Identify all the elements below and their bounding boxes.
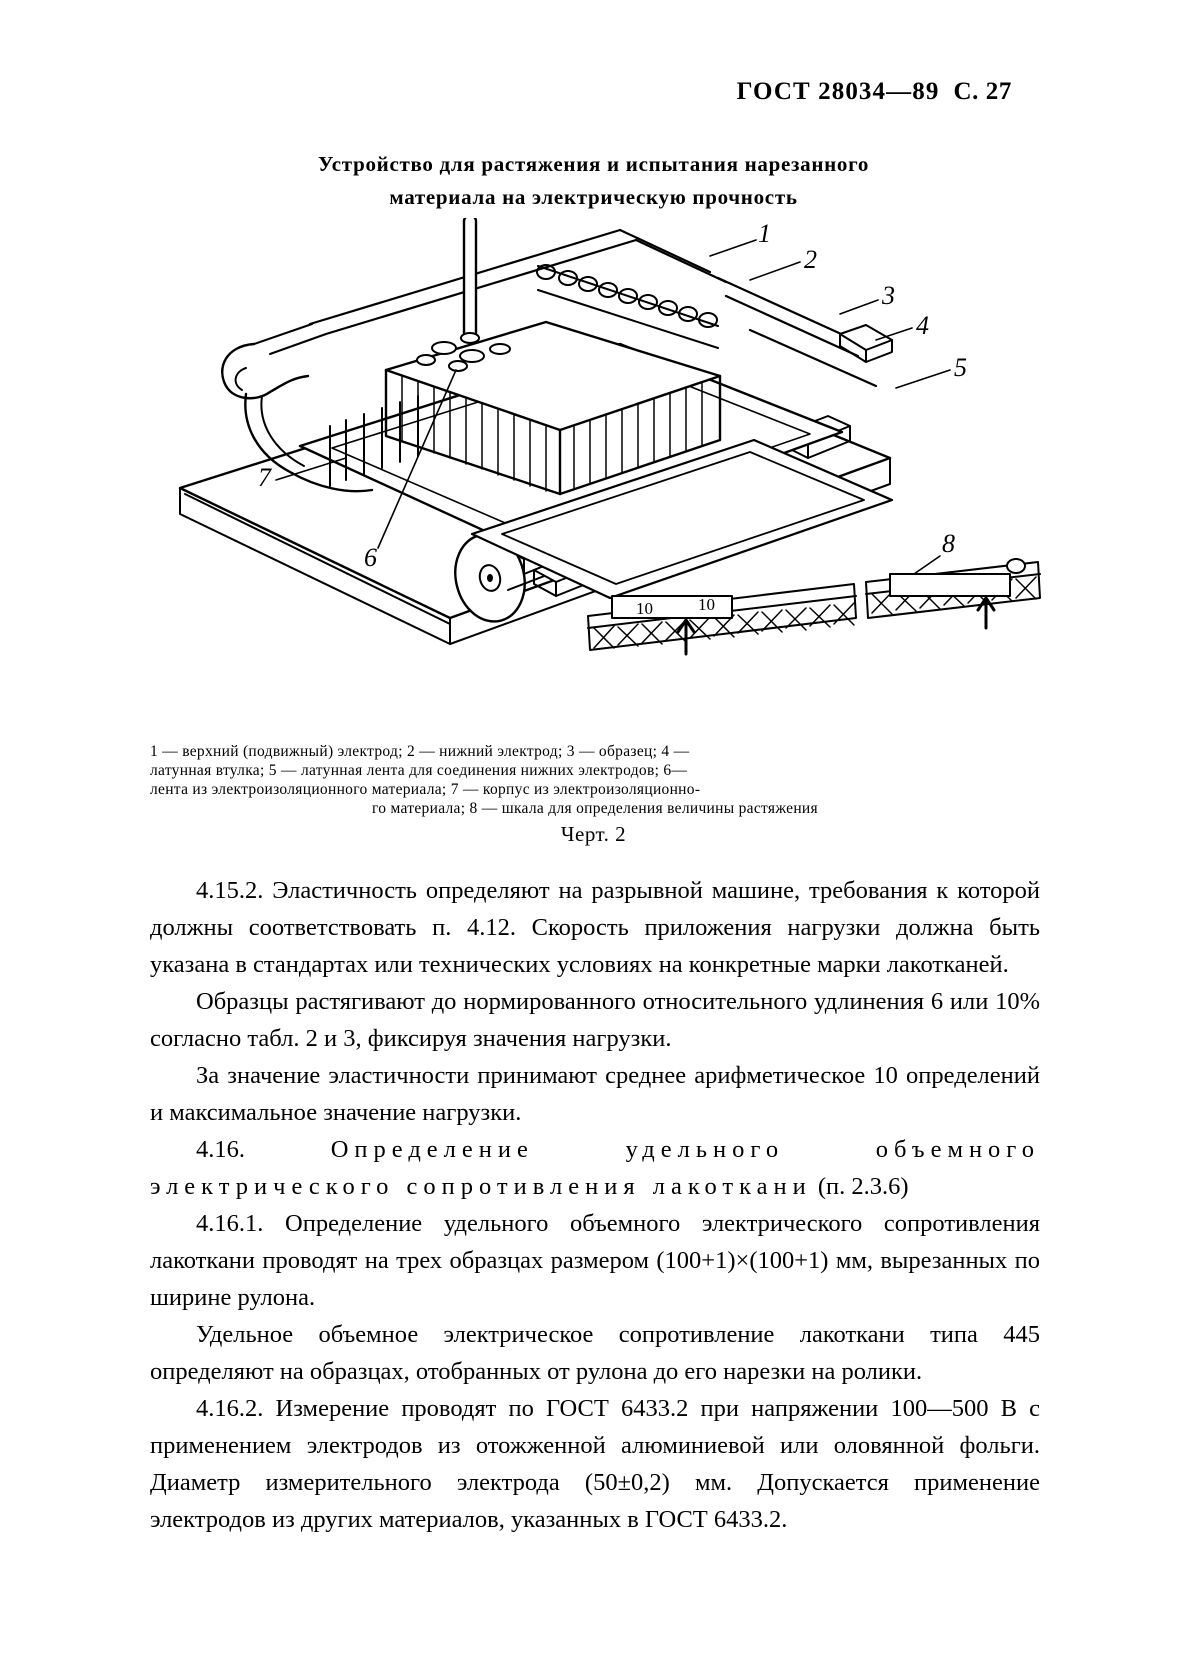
scale-mark-right: 10 <box>698 595 715 614</box>
heading-4-16-number: 4.16. <box>196 1136 331 1163</box>
callout-7: 7 <box>258 463 272 492</box>
callout-8: 8 <box>942 529 955 558</box>
standard-designation: ГОСТ 28034—89 <box>736 78 940 105</box>
callout-2: 2 <box>804 245 817 274</box>
page-number: С. 27 <box>953 78 1012 105</box>
heading-4-16-reference: (п. 2.3.6) <box>811 1173 909 1200</box>
figure-title-line-1: Устройство для растяжения и испытания на… <box>317 152 870 176</box>
paragraph-elasticity-average: За значение эластичности принимают средн… <box>150 1062 1040 1126</box>
callout-1: 1 <box>758 219 771 248</box>
callout-4: 4 <box>916 311 929 340</box>
technical-drawing: 1 2 3 4 5 6 7 8 10 10 <box>150 218 1050 688</box>
paragraph-4-16-2: 4.16.2. Измерение проводят по ГОСТ 6433.… <box>150 1395 1040 1533</box>
scale-mark-left: 10 <box>636 599 653 618</box>
paragraph-type-445: Удельное объемное электрическое сопротив… <box>150 1321 1040 1385</box>
callout-5: 5 <box>954 353 967 382</box>
heading-4-16-text: Определение удельного объемного электрич… <box>150 1136 1040 1200</box>
paragraph-4-15-2: 4.15.2. Эластичность определяют на разры… <box>150 877 1040 978</box>
paragraph-samples-elongation: Образцы растягивают до нормированного от… <box>150 988 1040 1052</box>
paragraph-4-16-1: 4.16.1. Определение удельного объемного … <box>150 1210 1040 1311</box>
running-header: ГОСТ 28034—89 С. 27 <box>737 78 1012 106</box>
figure-title: Устройство для растяжения и испытания на… <box>0 148 1187 214</box>
callout-3: 3 <box>881 281 895 310</box>
figure-legend-line-3: лента из электроизоляционного материала;… <box>150 781 701 798</box>
body-text: 4.15.2. Эластичность определяют на разры… <box>150 872 1040 1538</box>
figure-number: Черт. 2 <box>560 822 627 846</box>
callout-6: 6 <box>364 543 377 572</box>
figure-legend-line-2: латунная втулка; 5 — латунная лента для … <box>150 762 688 779</box>
figure-legend: 1 — верхний (подвижный) электрод; 2 — ни… <box>150 742 1040 818</box>
figure-legend-line-4: го материала; 8 — шкала для определения … <box>372 800 818 817</box>
heading-4-16: 4.16. Определение удельного объемного эл… <box>150 1131 1040 1205</box>
figure-legend-line-1: 1 — верхний (подвижный) электрод; 2 — ни… <box>150 743 690 760</box>
figure-title-line-2: материала на электрическую прочность <box>389 185 798 209</box>
